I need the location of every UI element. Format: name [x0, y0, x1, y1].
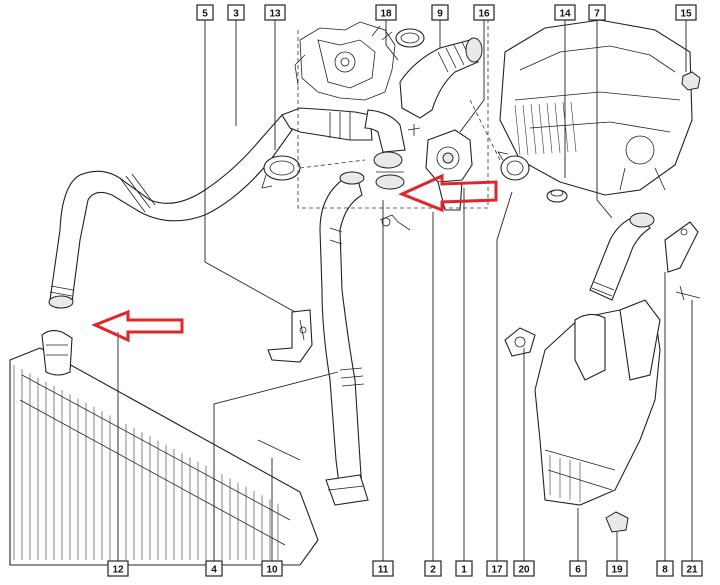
throttle-body — [407, 124, 473, 211]
clamp-18 — [395, 28, 425, 48]
svg-text:6: 6 — [575, 565, 581, 576]
engine-block — [294, 21, 396, 101]
callout-12: 12 — [107, 560, 129, 577]
svg-text:20: 20 — [518, 565, 530, 576]
callout-2: 2 — [424, 560, 442, 577]
svg-text:3: 3 — [233, 9, 239, 20]
callout-17: 17 — [486, 560, 508, 577]
callout-21: 21 — [681, 560, 703, 577]
flow-line — [299, 99, 501, 169]
svg-text:9: 9 — [437, 9, 443, 20]
nut-15 — [681, 71, 701, 91]
callout-1: 1 — [455, 560, 473, 577]
clamp-17 — [497, 151, 530, 181]
callout-9: 9 — [431, 4, 449, 21]
turbo-inlet-hose-9 — [399, 37, 483, 119]
svg-text:12: 12 — [112, 565, 124, 576]
intake-duct-7 — [589, 212, 655, 301]
callout-13: 13 — [264, 4, 286, 21]
svg-text:15: 15 — [680, 9, 692, 20]
svg-text:1: 1 — [461, 565, 467, 576]
svg-text:5: 5 — [202, 9, 208, 20]
red-arrows — [91, 173, 498, 343]
air-filter-housing — [499, 19, 693, 196]
svg-text:11: 11 — [378, 565, 389, 576]
svg-text:17: 17 — [491, 565, 503, 576]
svg-text:18: 18 — [380, 9, 392, 20]
svg-text:4: 4 — [211, 565, 217, 576]
svg-text:7: 7 — [594, 9, 600, 20]
callout-20: 20 — [513, 560, 535, 577]
callout-3: 3 — [227, 4, 245, 21]
callout-18: 18 — [375, 4, 397, 21]
callout-11: 11 — [372, 560, 394, 577]
resonator-6 — [534, 299, 661, 506]
pin-11 — [379, 214, 411, 231]
svg-text:8: 8 — [662, 565, 668, 576]
bracket-8 — [664, 221, 699, 273]
assembly-boundary — [297, 18, 489, 209]
red-arrow-left — [91, 309, 184, 343]
hose-12 — [48, 114, 293, 309]
hose-4 — [319, 171, 369, 506]
callout-5: 5 — [196, 4, 214, 21]
gasket-20 — [504, 327, 536, 357]
callout-4: 4 — [205, 560, 223, 577]
svg-text:10: 10 — [266, 565, 278, 576]
svg-text:19: 19 — [611, 565, 623, 576]
callout-8: 8 — [656, 560, 674, 577]
svg-text:14: 14 — [559, 9, 571, 20]
callout-10: 10 — [261, 560, 283, 577]
callout-15: 15 — [675, 4, 697, 21]
svg-text:2: 2 — [430, 565, 436, 576]
svg-text:13: 13 — [269, 9, 281, 20]
intercooler — [9, 329, 319, 566]
stud-21 — [675, 285, 701, 301]
tie-10 — [257, 439, 301, 461]
callout-7: 7 — [588, 4, 606, 21]
callout-14: 14 — [554, 4, 576, 21]
red-arrow-right — [398, 173, 498, 213]
bracket-5 — [267, 309, 313, 363]
callout-16: 16 — [473, 4, 495, 21]
hose-3 — [281, 107, 406, 190]
leader-lines — [117, 20, 693, 561]
clamp-13 — [261, 155, 301, 189]
callout-19: 19 — [606, 560, 628, 577]
svg-text:16: 16 — [478, 9, 490, 20]
nut-19 — [605, 511, 629, 533]
grommet-14 — [546, 189, 568, 203]
callout-6: 6 — [569, 560, 587, 577]
svg-text:21: 21 — [686, 565, 698, 576]
